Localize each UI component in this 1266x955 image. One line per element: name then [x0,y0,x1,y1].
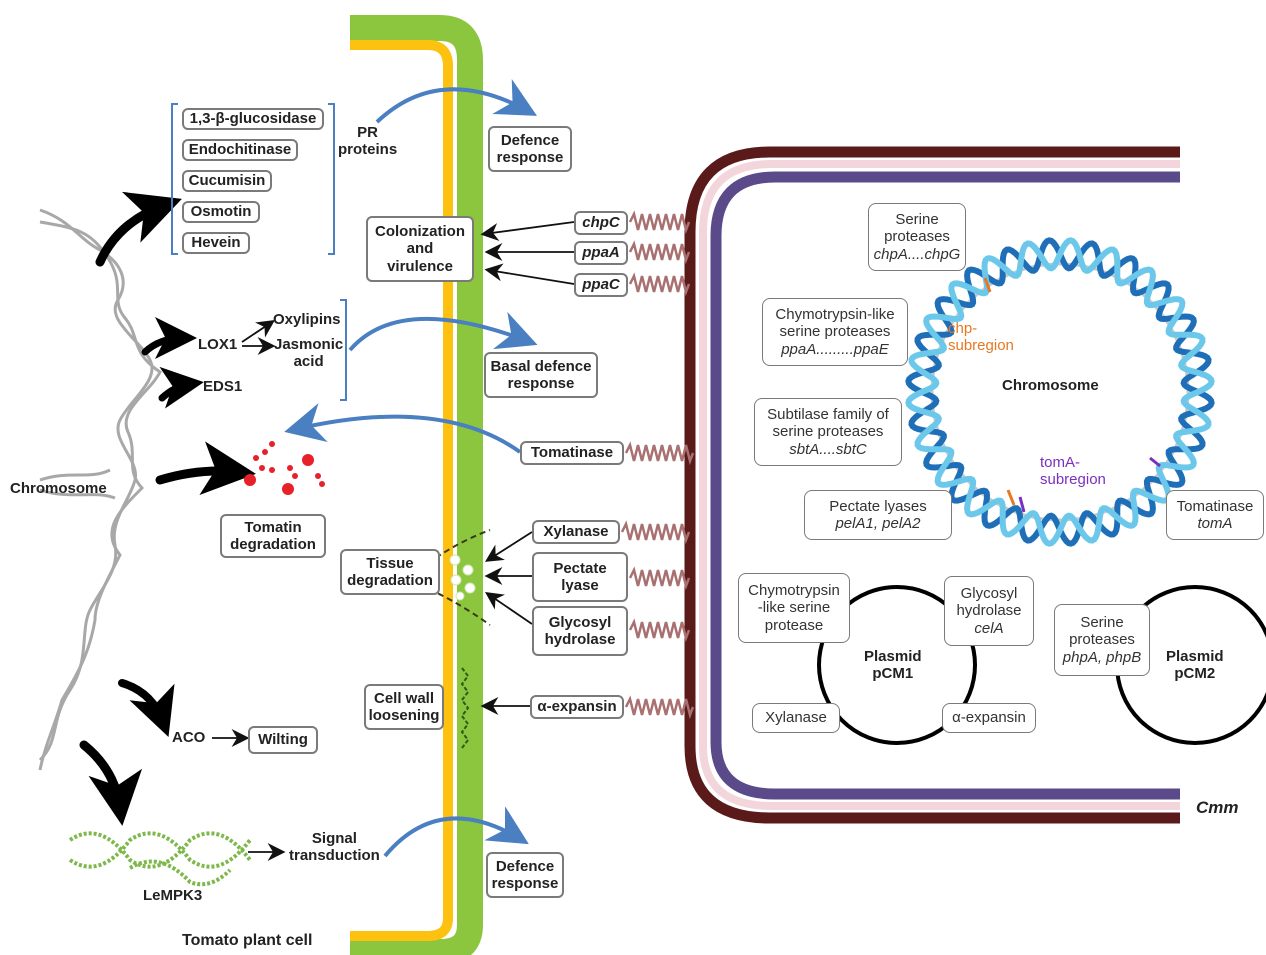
pr-bracket-left [171,103,178,255]
cell-wall-yellow [350,40,453,941]
pectate-lyases-name: Pectate lyases [829,497,927,515]
tomatinase-gene-genes: tomA [1197,515,1233,532]
blue-curved-arrows [284,78,538,858]
tissue-degradation-dots [449,554,476,601]
thin-arrows [212,221,575,861]
chymotrypsin-name: Chymotrypsin-like serine proteases [775,306,895,341]
lox-bracket [340,299,347,401]
defence-response-bottom: Defence response [486,852,564,898]
lox1-label: LOX1 [198,336,238,353]
pcm2-serine-genes: phpA, phpB [1062,648,1142,666]
oxylipins-label: Oxylipins [273,311,341,328]
wilting-box: Wilting [248,726,318,754]
cmm-label: Cmm [1196,798,1239,817]
pr-gene-endochitinase: Endochitinase [182,139,298,161]
plasmid-pcm1-label: Plasmid pCM1 [864,648,922,683]
eds1-label: EDS1 [203,378,243,395]
secretion-coils [620,210,695,720]
bacterium-membrane-inner [710,171,1180,800]
cell-wall-loosening: Cell wall loosening [364,684,444,730]
pcm1-xylanase-box: Xylanase [752,703,840,733]
colonization-virulence: Colonization and virulence [366,216,474,282]
signal-transduction-label: Signal transduction [289,830,380,865]
subtilase-box: Subtilase family of serine proteases sbt… [754,398,902,466]
bacterium-membrane-outer [684,146,1180,824]
ppaa-box: ppaA [574,241,628,265]
pcm1-chymotrypsin-box: Chymotrypsin -like serine protease [738,573,850,643]
defence-response-top: Defence response [488,126,572,172]
tomatinase-box: Tomatinase [520,441,624,465]
chymotrypsin-genes: ppaA.........ppaE [781,340,889,358]
tomatinase-gene-name: Tomatinase [1176,497,1254,515]
pr-proteins-label: PR proteins [338,124,398,159]
bacterial-chromosome-helix [905,237,1215,547]
pcm1-glycosyl-box: Glycosyl hydrolase celA [944,576,1034,646]
cell-wall-green [350,14,483,955]
pectate-lyase-box: Pectate lyase [532,552,628,602]
plant-chromosome [38,208,162,771]
pr-gene-cucumisin: Cucumisin [182,170,272,192]
pr-gene-osmotin: Osmotin [182,201,260,223]
ppac-box: ppaC [574,273,628,297]
chymotrypsin-box: Chymotrypsin-like serine proteases ppaA.… [762,298,908,366]
subtilase-name: Subtilase family of serine proteases [767,406,889,441]
pcm2-serine-name: Serine proteases [1069,614,1135,649]
chp-subregion-label: chp- subregion [948,320,1014,355]
xylanase-box: Xylanase [532,520,620,544]
tissue-degradation: Tissue degradation [340,549,440,595]
plant-chromosome-label: Chromosome [10,480,107,497]
lempk3-label: LeMPK3 [143,887,203,904]
glycosyl-hydrolase-box: Glycosyl hydrolase [532,606,628,656]
tomatin-molecules [244,441,325,495]
pectate-lyases-box: Pectate lyases pelA1, pelA2 [804,490,952,540]
pcm1-expansin-box: α-expansin [942,703,1036,733]
pcm1-glycosyl-name: Glycosyl hydrolase [956,585,1022,620]
tomato-plant-cell-label: Tomato plant cell [182,932,313,949]
plasmid-pcm1-ring [817,585,977,745]
subregion-marks [983,277,1161,513]
expansin-box: α-expansin [530,695,624,719]
plasmid-pcm2-label: Plasmid pCM2 [1166,648,1224,683]
chpc-box: chpC [574,211,628,235]
bacterial-chromosome-ring [930,262,1190,522]
pr-gene-glucosidase: 1,3-β-glucosidase [182,108,324,130]
loosening-squiggle [460,667,470,749]
bacterium-membrane-pink [699,160,1180,810]
serine-proteases-genes: chpA....chpG [873,245,961,263]
bacterial-chromosome-label: Chromosome [1002,377,1099,394]
pcm2-serine-box: Serine proteases phpA, phpB [1054,604,1150,676]
pectate-lyases-genes: pelA1, pelA2 [835,515,921,532]
toma-subregion-label: tomA- subregion [1040,454,1106,489]
serine-proteases-name: Serine proteases [884,211,950,246]
pcm1-glycosyl-genes: celA [974,619,1004,637]
pr-gene-hevein: Hevein [182,232,250,254]
basal-defence-response: Basal defence response [484,352,598,398]
tomatinase-gene-box: Tomatinase tomA [1166,490,1264,540]
gene-arrows [79,191,256,826]
pr-bracket-right [328,103,335,255]
tissue-degradation-marks [419,529,491,626]
lempk3-molecules [68,831,252,887]
tomatin-degradation: Tomatin degradation [220,514,326,558]
serine-proteases-box: Serine proteases chpA....chpG [868,203,966,271]
subtilase-genes: sbtA....sbtC [789,440,867,458]
jasmonic-acid-label: Jasmonic acid [274,336,344,371]
aco-label: ACO [172,729,206,746]
